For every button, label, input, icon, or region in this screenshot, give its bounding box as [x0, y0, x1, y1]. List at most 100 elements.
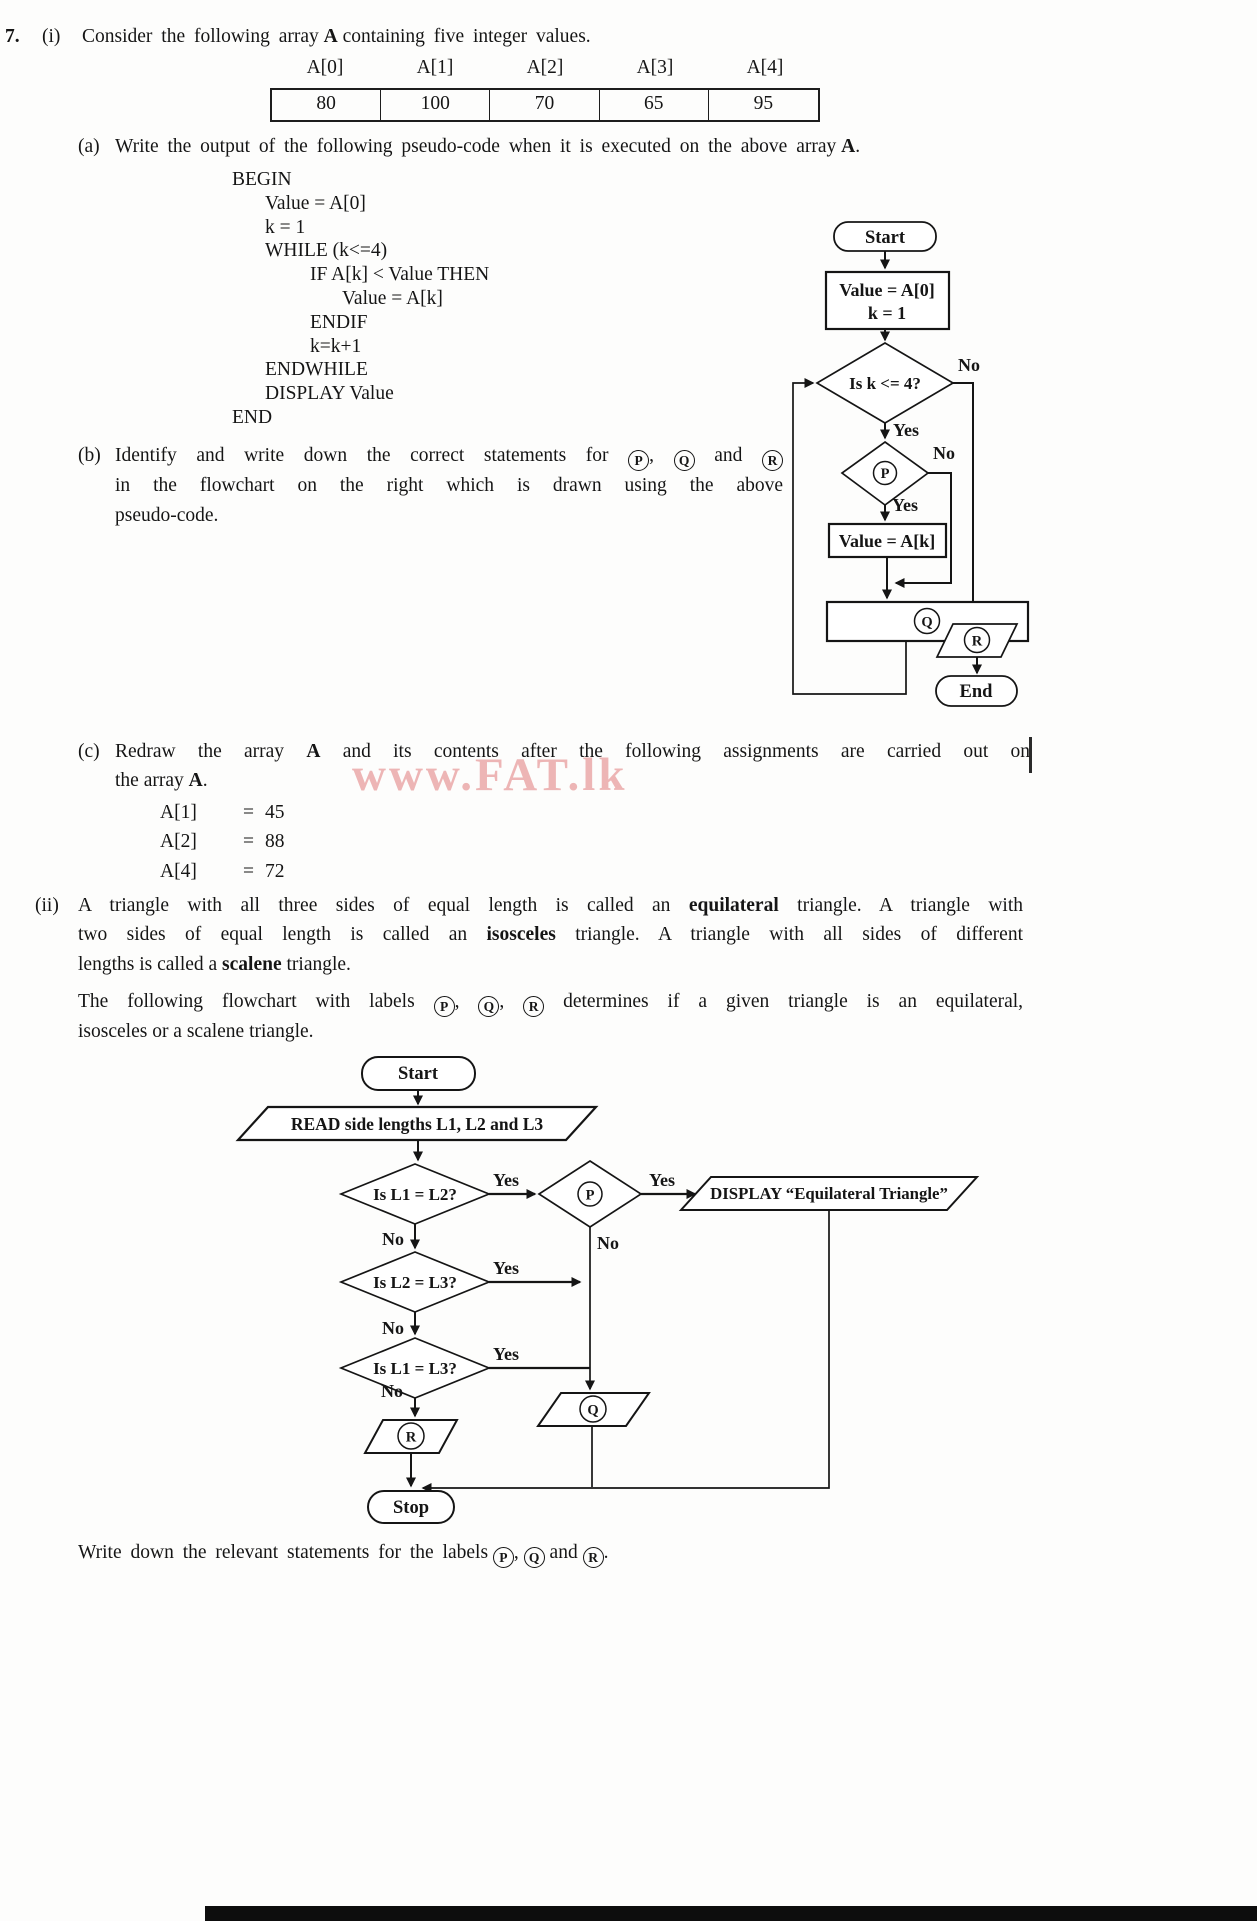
no-branch-label: No: [933, 443, 955, 463]
assign-label: Value = A[k]: [839, 531, 936, 551]
part-a: (a) Write the output of the following pse…: [78, 132, 1038, 161]
part-ii-line1: A triangle with all three sides of equal…: [78, 891, 1023, 920]
merge-line: [421, 1210, 830, 1493]
footer-text: Write down the relevant statements for t…: [78, 1542, 489, 1563]
display-label: DISPLAY “Equilateral Triangle”: [710, 1184, 948, 1203]
array-header-cell: A[1]: [416, 57, 454, 78]
q-label: Q: [921, 615, 932, 631]
question-title: 7.(i)Consider the following array A cont…: [5, 22, 1015, 51]
pseudocode-line: IF A[k] < Value THEN: [310, 264, 490, 286]
keyword-equilateral: equilateral: [688, 895, 779, 916]
pseudocode-line: k=k+1: [310, 335, 362, 357]
circled-q: [913, 607, 941, 635]
pseudocode-line: ENDWHILE: [265, 359, 368, 381]
footer-text: ,: [513, 1542, 519, 1563]
end-terminator: [935, 675, 1018, 707]
scan-edge-mark: [1029, 737, 1032, 773]
part-b-text: and: [714, 445, 743, 466]
circled-r: [397, 1422, 425, 1450]
loop-back-line: [792, 378, 907, 695]
r-label: R: [406, 1430, 417, 1446]
footer-instruction: Write down the relevant statements for t…: [78, 1538, 1078, 1569]
title-text-rest: containing five integer values.: [342, 26, 591, 47]
circled-q: Q: [478, 996, 500, 1018]
part-ii-text: The following flowchart with labels: [78, 990, 415, 1012]
part-ii-para2-line2: isosceles or a scalene triangle.: [78, 1021, 314, 1043]
assignment-list: A[1]=45 A[2]=88 A[4]=72: [160, 798, 285, 886]
array-value-cell: 95: [753, 93, 774, 114]
part-c-period: .: [202, 770, 208, 792]
r-label: R: [972, 634, 983, 650]
pseudocode-line: END: [232, 406, 273, 428]
condition-label: Is L2 = L3?: [373, 1273, 457, 1292]
scan-bottom-bar: [205, 1906, 1257, 1921]
no-branch-line: [953, 382, 978, 618]
circled-q: Q: [673, 450, 695, 472]
yes-branch-label: Yes: [493, 1344, 519, 1364]
keyword-isosceles: isosceles: [486, 924, 556, 946]
part-ii-text: triangle.: [286, 953, 351, 975]
part-ii-text: determines if a given triangle is an equ…: [563, 990, 1024, 1012]
array-header-row: A[0] A[1] A[2] A[3] A[4]: [270, 57, 820, 85]
p-label: P: [881, 466, 890, 482]
assignment-value: 88: [265, 831, 285, 853]
yes-branch-label: Yes: [892, 495, 918, 515]
circled-r: [963, 626, 991, 654]
array-header-cell: A[2]: [526, 57, 564, 78]
part-c-text: Redraw the array: [115, 741, 285, 762]
array-value-cell: 65: [600, 90, 709, 120]
part-ii-text: lengths is called a: [78, 953, 218, 975]
part-b-text: Identify and write down the correct stat…: [115, 445, 609, 466]
part-a-text: Write the output of the following pseudo…: [115, 136, 837, 157]
array-name-bold: A: [323, 26, 338, 47]
part-b-line1: Identify and write down the correct stat…: [115, 441, 783, 472]
assignment-row: A[1]=45: [160, 798, 285, 827]
pseudocode-line: BEGIN: [232, 169, 292, 190]
footer-text: .: [603, 1542, 609, 1563]
init-process-box: [824, 270, 951, 331]
circled-p: [872, 460, 898, 486]
array-header-cell: A[3]: [636, 57, 674, 78]
part-a-label: (a): [78, 136, 100, 157]
array-name-bold: A: [188, 770, 203, 792]
pseudocode-line: WHILE (k<=4): [265, 240, 388, 262]
array-header-cell: A[4]: [746, 57, 784, 78]
yes-branch-label: Yes: [893, 420, 919, 440]
init-line2: k = 1: [868, 303, 906, 323]
assignment-name: A[4]: [160, 860, 197, 882]
part-c-text: and its contents after the following ass…: [342, 741, 1031, 762]
equals-sign: =: [243, 860, 254, 882]
part-ii-text: A triangle with all three sides of equal…: [78, 895, 671, 916]
assignment-value: 72: [265, 860, 285, 882]
pseudocode-line: DISPLAY Value: [265, 383, 394, 405]
part-ii-line3: lengths is called a scalene triangle.: [78, 950, 1023, 979]
yes-branch-label: Yes: [649, 1170, 675, 1190]
display-equilateral-parallelogram: [678, 1176, 980, 1211]
circled-r: R: [582, 1547, 604, 1569]
condition-label: Is L1 = L3?: [373, 1359, 457, 1378]
p-no-line: [894, 472, 952, 588]
read-label: READ side lengths L1, L2 and L3: [291, 1114, 544, 1134]
question-number: 7.: [5, 26, 20, 47]
array-value-cell: 70: [490, 90, 600, 120]
part-ii-text: triangle. A triangle with all sides of d…: [575, 924, 1023, 946]
stop-terminator: [367, 1490, 455, 1524]
pseudocode-block: BEGIN Value = A[0] k = 1 WHILE (k<=4) IF…: [232, 168, 489, 430]
part-a-period: .: [855, 136, 861, 157]
array-value-cell: 80: [272, 90, 382, 120]
array-name-bold: A: [306, 741, 321, 762]
assignment-value: 45: [265, 802, 285, 823]
part-ii-text: two sides of equal length is called an: [78, 924, 468, 946]
yes-branch-label: Yes: [493, 1258, 519, 1278]
pseudocode-line: k = 1: [265, 216, 306, 238]
loop-condition-label: Is k <= 4?: [849, 374, 921, 393]
array-table: A[0] A[1] A[2] A[3] A[4] 80 100 70 65 95: [270, 57, 820, 122]
keyword-scalene: scalene: [222, 953, 282, 975]
circled-p: P: [628, 450, 650, 472]
part-c-text: the array: [115, 770, 184, 792]
no-branch-label: No: [958, 355, 980, 375]
part-b: Identify and write down the correct stat…: [115, 441, 783, 530]
assignment-name: A[2]: [160, 831, 197, 853]
pseudocode-line: Value = A[0]: [265, 192, 366, 214]
